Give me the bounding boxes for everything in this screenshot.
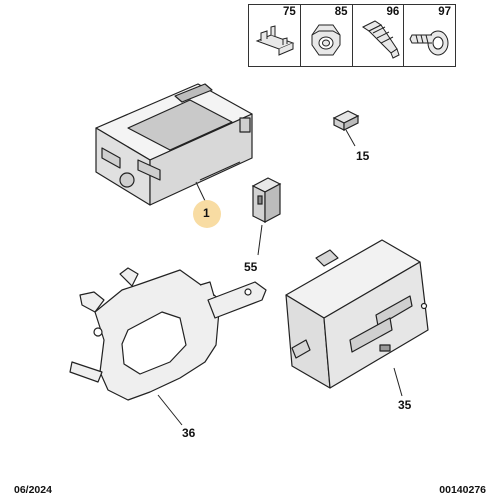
leader-line-36 — [157, 394, 183, 426]
part-cell-96[interactable]: 96 — [351, 5, 404, 66]
part-cell-75[interactable]: 75 — [249, 5, 300, 66]
diagram-reference: 00140276 — [439, 484, 486, 496]
callout-36[interactable]: 36 — [182, 426, 196, 440]
callout-55[interactable]: 55 — [244, 260, 258, 274]
callout-15[interactable]: 15 — [356, 149, 370, 163]
part-cell-97[interactable]: 97 — [403, 5, 455, 66]
clip-fastener-icon — [255, 25, 295, 56]
part-number-label: 85 — [334, 6, 348, 18]
part-number-label: 96 — [386, 6, 400, 18]
part-number-label: 97 — [438, 6, 451, 18]
leader-line-35 — [393, 367, 403, 397]
part-number-label: 75 — [282, 6, 296, 18]
callout-35[interactable]: 35 — [398, 398, 412, 412]
leader-line-55 — [257, 224, 263, 256]
callout-1[interactable]: 1 — [203, 206, 210, 220]
connector-part-55[interactable] — [251, 177, 282, 223]
diagram-date: 06/2024 — [14, 484, 52, 496]
leader-line-15 — [345, 129, 356, 147]
part-cell-85[interactable]: 85 — [299, 5, 352, 66]
callout-highlight — [193, 200, 221, 228]
module-part-35[interactable] — [285, 239, 429, 389]
bracket-part-36[interactable] — [69, 267, 267, 401]
nut-icon — [311, 24, 341, 56]
module-unit-1[interactable] — [95, 83, 253, 206]
stud-pin-icon — [361, 20, 400, 59]
small-parts-table: 75 85 — [248, 4, 456, 67]
screw-icon — [409, 30, 449, 56]
connector-part-15[interactable] — [332, 110, 360, 131]
